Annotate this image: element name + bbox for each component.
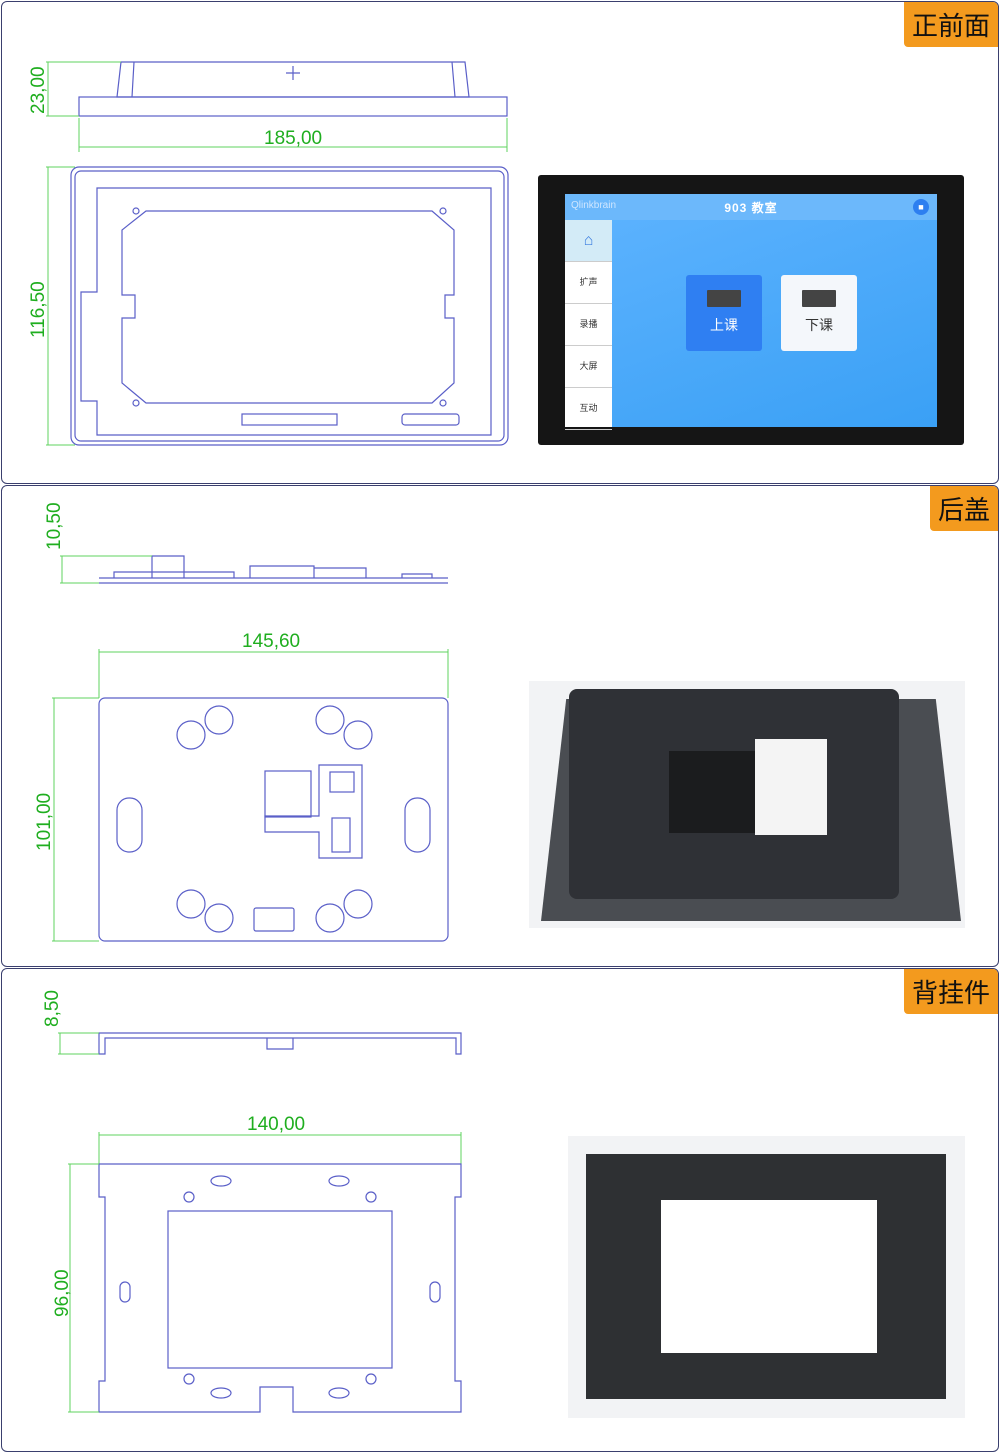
section-tag: 正前面 [903,2,998,47]
start-class-button[interactable]: 上课 [686,275,762,351]
back-cover-drawing: 10,50 145,60 101,00 [34,502,449,942]
dim-height: 23,00 [28,66,49,114]
home-icon[interactable]: ⌂ [565,220,612,262]
dim-height: 8,50 [42,990,63,1027]
screen-header: Qlinkbrain 903 教室 ■ [565,194,937,220]
dim-depth: 96,00 [52,1269,73,1317]
blackboard-icon [802,290,836,307]
dim-width: 140,00 [247,1114,305,1135]
dim-width: 145,60 [242,631,300,652]
screen-sidebar: ⌂ 扩声 录播 大屏 互动 [565,220,612,430]
menu-item[interactable]: 大屏 [565,346,612,388]
back-cover-photo [529,681,965,928]
dim-depth: 116,50 [28,281,49,338]
section-tag: 背挂件 [903,969,998,1014]
dim-depth: 101,00 [34,793,55,851]
device-screen-photo: Qlinkbrain 903 教室 ■ ⌂ 扩声 录播 大屏 互动 上课 下课 [538,175,964,445]
room-title: 903 教室 [724,201,778,215]
brand-logo: Qlinkbrain [571,200,617,211]
section-tag: 后盖 [929,486,998,531]
menu-item[interactable]: 录播 [565,304,612,346]
dim-width: 185,00 [264,128,322,149]
front-drawing: 23,00 185,00 116,50 [28,61,509,446]
wall-bracket-drawing: 8,50 140,00 96,00 [42,990,462,1413]
end-class-button[interactable]: 下课 [781,275,857,351]
front-panel-section: 正前面 23,00 185,00 116,50 Qlinkbrain 903 教… [1,1,999,484]
dim-height: 10,50 [44,502,65,550]
end-label: 下课 [805,317,833,333]
menu-item[interactable]: 扩声 [565,262,612,304]
menu-item[interactable]: 互动 [565,388,612,430]
blackboard-icon [707,290,741,307]
start-label: 上课 [710,317,738,333]
touch-display: Qlinkbrain 903 教室 ■ ⌂ 扩声 录播 大屏 互动 上课 下课 [565,194,937,430]
wall-bracket-section: 背挂件 8,50 140,00 96,00 [1,968,999,1452]
back-cover-section: 后盖 10,50 145,60 101,00 [1,485,999,967]
wall-bracket-photo [568,1136,965,1418]
lock-icon[interactable]: ■ [913,199,929,215]
